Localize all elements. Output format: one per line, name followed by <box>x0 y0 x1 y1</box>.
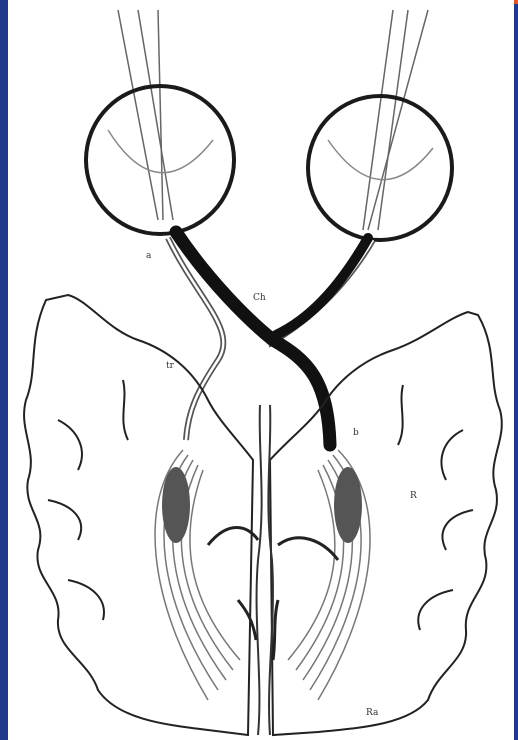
label-tract-left: tr <box>166 361 175 371</box>
visual-pathway-diagram: a Ch tr b R Ra <box>8 0 514 740</box>
hemisphere-right <box>270 312 502 735</box>
nucleus-right <box>334 467 362 543</box>
label-nucleus-right: b <box>353 428 359 438</box>
label-radiation-bottom: Ra <box>366 708 379 718</box>
light-rays <box>118 10 428 230</box>
nucleus-left <box>162 467 190 543</box>
label-hemisphere-right: R <box>410 491 417 501</box>
label-chiasm: Ch <box>253 293 266 303</box>
diagram-panel: a Ch tr b R Ra <box>8 0 514 740</box>
label-eye-left: a <box>146 251 152 261</box>
